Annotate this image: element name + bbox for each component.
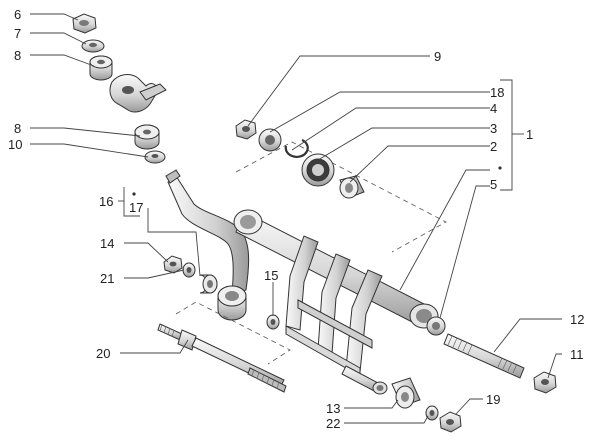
bushing-8-lower — [134, 124, 160, 150]
callout-18: 18 — [490, 85, 504, 100]
callout-2: 2 — [490, 139, 497, 154]
bushing-side — [199, 274, 218, 294]
spacer-18 — [258, 128, 282, 152]
bearing-3 — [301, 153, 335, 187]
callout-10: 10 — [8, 137, 22, 152]
callout-15: 15 — [264, 268, 278, 283]
callout-20: 20 — [96, 346, 110, 361]
callout-13: 13 — [326, 401, 340, 416]
bushing-8-upper — [89, 55, 113, 81]
shaft-12 — [443, 333, 525, 379]
callout-8: 8 — [14, 48, 21, 63]
callout-8b: 8 — [14, 121, 21, 136]
washer-21 — [182, 262, 196, 278]
callout-labels: 6 7 8 9 18 4 3 1 2 5 8 10 16 17 14 21 15… — [8, 7, 584, 431]
callout-5: 5 — [490, 177, 497, 192]
swing-arm-frame — [233, 209, 439, 395]
callout-4: 4 — [490, 101, 497, 116]
leader-lines — [30, 13, 562, 424]
washer-7 — [81, 39, 105, 53]
callout-11: 11 — [570, 347, 584, 362]
nut-9 — [235, 119, 257, 140]
callout-6: 6 — [14, 7, 21, 22]
engine-bracket — [109, 74, 167, 113]
callout-16: 16 — [99, 194, 113, 209]
callout-1: 1 — [526, 127, 533, 142]
circlip-4 — [284, 138, 309, 158]
callout-7: 7 — [14, 26, 21, 41]
link-arm-16 — [165, 169, 250, 295]
group-dot-1 — [498, 166, 502, 170]
bushing-2 — [339, 175, 365, 199]
washer-15 — [266, 314, 280, 330]
callout-14: 14 — [100, 236, 114, 251]
callout-17: 17 — [129, 200, 143, 215]
spindle-20-guide — [175, 301, 291, 365]
nut-19 — [439, 411, 462, 433]
bushing-5 — [426, 316, 446, 336]
nut-11 — [533, 371, 557, 394]
washer-10 — [144, 150, 166, 164]
nut-14 — [163, 255, 183, 274]
frame-guide-top — [235, 141, 447, 253]
callout-9: 9 — [434, 49, 441, 64]
callout-21: 21 — [100, 271, 114, 286]
bushing-17 — [217, 285, 247, 321]
group-dot-16 — [132, 192, 136, 196]
callout-22: 22 — [326, 416, 340, 431]
callout-12: 12 — [570, 312, 584, 327]
bushing-13 — [391, 377, 421, 409]
nut-6 — [72, 13, 97, 34]
washer-22 — [425, 405, 439, 421]
spindle-20 — [157, 323, 287, 393]
callout-3: 3 — [490, 121, 497, 136]
callout-19: 19 — [486, 392, 500, 407]
